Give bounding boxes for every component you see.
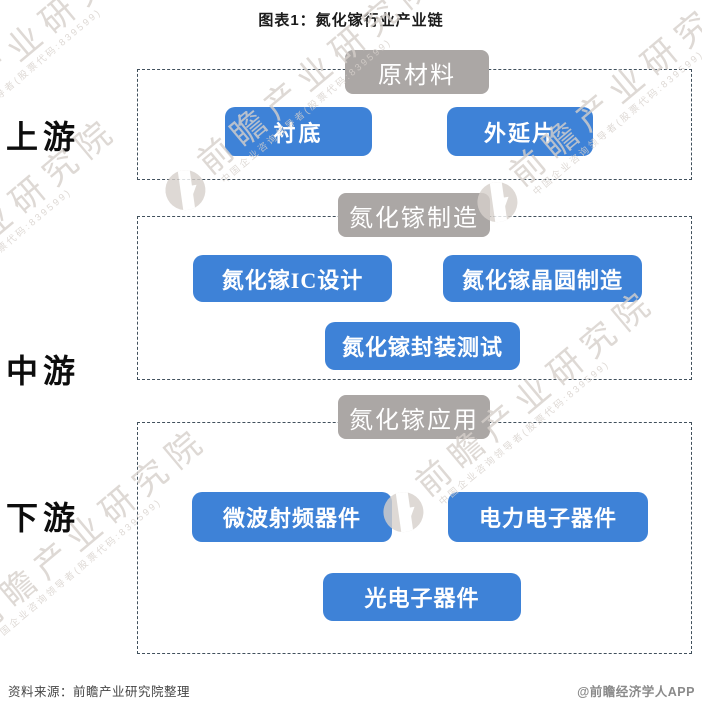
- node-gan-ic-design: 氮化镓IC设计: [193, 255, 392, 302]
- header-gan-manufacturing: 氮化镓制造: [338, 193, 490, 237]
- stage-label-midstream: 中游: [6, 353, 81, 389]
- source-note: 资料来源：前瞻产业研究院整理: [8, 685, 191, 699]
- node-power-electronic-devices: 电力电子器件: [448, 492, 648, 542]
- watermark-tagline: 中国企业咨询领导者(股票代码:839599): [0, 186, 74, 336]
- node-optoelectronic-devices: 光电子器件: [323, 573, 521, 621]
- credit-note: @前瞻经济学人APP: [577, 685, 695, 699]
- page-title: 图表1：氮化镓行业产业链: [258, 12, 444, 29]
- node-gan-wafer-manufacturing: 氮化镓晶圆制造: [443, 255, 642, 302]
- header-gan-applications: 氮化镓应用: [338, 395, 490, 439]
- node-gan-packaging-testing: 氮化镓封装测试: [325, 322, 520, 370]
- node-epitaxial-wafer: 外延片: [447, 107, 593, 156]
- header-raw-materials: 原材料: [345, 50, 489, 94]
- stage-label-upstream: 上游: [6, 119, 81, 155]
- stage-label-downstream: 下游: [6, 500, 81, 536]
- node-microwave-rf-devices: 微波射频器件: [192, 492, 392, 542]
- node-substrate: 衬底: [225, 107, 372, 156]
